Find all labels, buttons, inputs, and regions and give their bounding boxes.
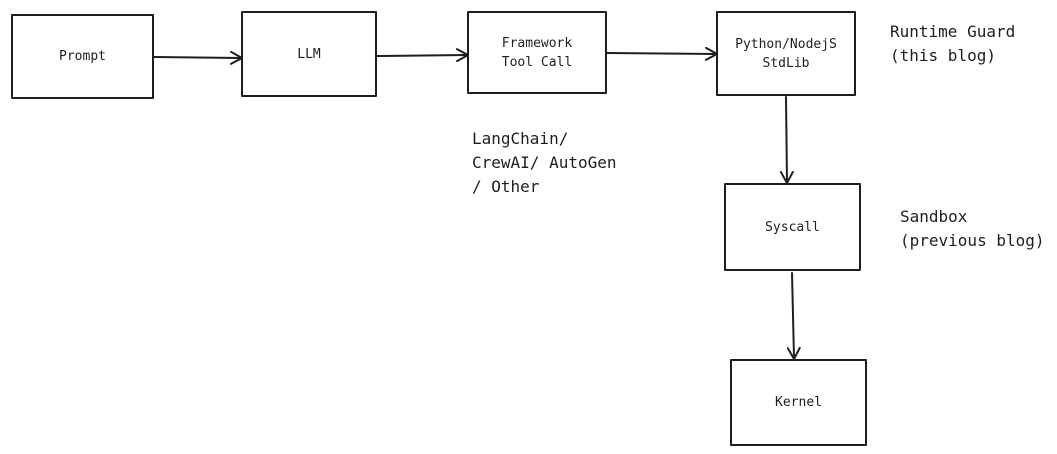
arrow-stdlib-to-syscall xyxy=(779,96,794,184)
arrow-llm-to-framework xyxy=(376,48,469,63)
node-framework-tool-call: Framework Tool Call xyxy=(467,11,607,94)
node-stdlib: Python/NodejS StdLib xyxy=(716,11,856,96)
arrow-syscall-to-kernel xyxy=(786,272,801,360)
node-syscall: Syscall xyxy=(724,183,861,271)
node-llm-label: LLM xyxy=(297,46,321,62)
node-llm: LLM xyxy=(241,11,377,97)
node-stdlib-label: Python/NodejS StdLib xyxy=(735,36,837,71)
node-prompt: Prompt xyxy=(11,14,154,99)
node-kernel: Kernel xyxy=(730,359,867,446)
note-frameworks: LangChain/ CrewAI/ AutoGen / Other xyxy=(472,129,617,196)
note-runtime-guard: Runtime Guard (this blog) xyxy=(890,22,1016,65)
note-sandbox: Sandbox (previous blog) xyxy=(900,207,1045,250)
arrow-framework-to-stdlib xyxy=(606,46,718,61)
arrow-prompt-to-llm xyxy=(153,50,243,65)
node-syscall-label: Syscall xyxy=(765,219,820,235)
node-framework-label: Framework Tool Call xyxy=(501,35,573,70)
node-kernel-label: Kernel xyxy=(775,395,822,410)
node-prompt-label: Prompt xyxy=(59,49,106,64)
